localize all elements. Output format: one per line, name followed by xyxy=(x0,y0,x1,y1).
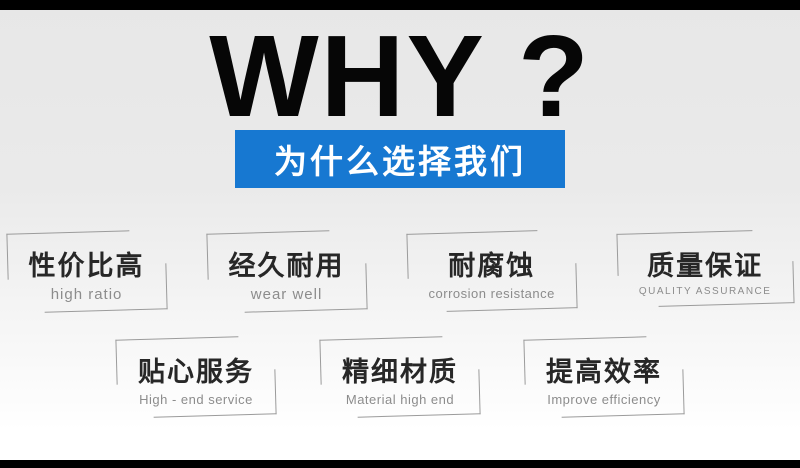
feature-subtitle-en: high ratio xyxy=(50,286,123,303)
feature-card-corrosion-resistance: 耐腐蚀 corrosion resistance xyxy=(411,234,573,309)
feature-card-wear-well: 经久耐用 wear well xyxy=(211,234,363,311)
feature-title-zh: 经久耐用 xyxy=(228,251,345,281)
feature-card-quality-assurance: 质量保证 QUALITY ASSURANCE xyxy=(621,234,790,305)
feature-row-1: 性价比高 high ratio 经久耐用 wear well 耐腐蚀 corro… xyxy=(0,234,800,311)
feature-subtitle-en: corrosion resistance xyxy=(428,286,555,301)
feature-subtitle-en: Improve efficiency xyxy=(547,392,661,407)
feature-title-zh: 提高效率 xyxy=(546,357,662,387)
feature-subtitle-en: Material high end xyxy=(345,392,455,407)
feature-title-zh: 贴心服务 xyxy=(138,357,254,387)
feature-card-improve-efficiency: 提高效率 Improve efficiency xyxy=(528,340,680,415)
feature-row-2: 贴心服务 High - end service 精细材质 Material hi… xyxy=(0,340,800,415)
feature-subtitle-en: QUALITY ASSURANCE xyxy=(638,286,772,297)
feature-subtitle-en: wear well xyxy=(250,286,323,303)
feature-title-zh: 精细材质 xyxy=(342,357,458,387)
feature-subtitle-en: High - end service xyxy=(139,392,253,407)
feature-title-zh: 耐腐蚀 xyxy=(448,251,536,281)
bottom-black-bar xyxy=(0,460,800,468)
subtitle-banner: 为什么选择我们 xyxy=(235,130,565,188)
subtitle-banner-text: 为什么选择我们 xyxy=(274,143,526,180)
top-black-bar xyxy=(0,0,800,10)
feature-title-zh: 质量保证 xyxy=(647,251,764,281)
why-heading: WHY ? xyxy=(209,11,591,141)
feature-card-high-end-service: 贴心服务 High - end service xyxy=(120,340,272,415)
feature-card-high-ratio: 性价比高 high ratio xyxy=(11,234,163,311)
feature-title-zh: 性价比高 xyxy=(28,251,145,281)
feature-card-material-high-end: 精细材质 Material high end xyxy=(324,340,476,415)
